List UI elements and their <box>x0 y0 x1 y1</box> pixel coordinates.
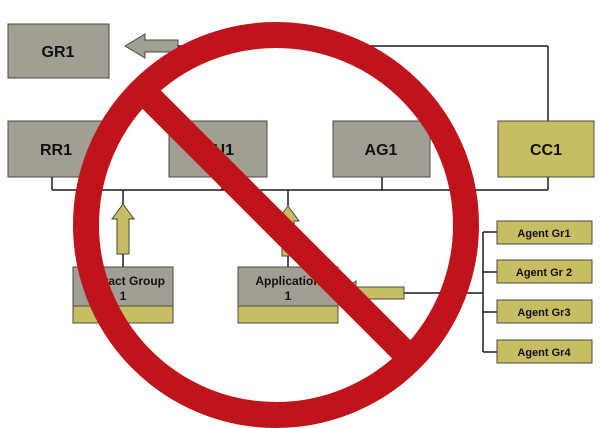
agent-group-1-label: Agent Gr1 <box>517 228 570 240</box>
node-contact-group-label-2: 1 <box>120 289 127 303</box>
arrow-left-to-gr1 <box>124 33 179 59</box>
prohibited-slash <box>126 74 426 374</box>
node-application-label-2: 1 <box>285 289 292 303</box>
agent-group-1: Agent Gr1 <box>496 220 593 245</box>
agent-group-2: Agent Gr 2 <box>496 259 593 284</box>
node-gr1-label: GR1 <box>42 44 75 61</box>
node-ag1-label: AG1 <box>365 142 398 159</box>
node-cc1: CC1 <box>497 120 595 178</box>
node-rr1-label: RR1 <box>40 142 72 159</box>
agent-group-2-label: Agent Gr 2 <box>516 267 572 279</box>
agent-group-4: Agent Gr4 <box>496 339 593 364</box>
prohibited-icon <box>73 22 479 428</box>
agent-group-3: Agent Gr3 <box>496 299 593 324</box>
arrow-up-contact <box>111 203 135 255</box>
prohibited-ring <box>73 22 479 428</box>
node-cc1-label: CC1 <box>530 142 562 159</box>
node-application-label-1: Application <box>255 274 320 288</box>
node-ag1: AG1 <box>332 120 431 178</box>
node-gr1: GR1 <box>7 23 110 79</box>
agent-group-4-label: Agent Gr4 <box>517 347 571 359</box>
agent-group-3-label: Agent Gr3 <box>517 307 570 319</box>
